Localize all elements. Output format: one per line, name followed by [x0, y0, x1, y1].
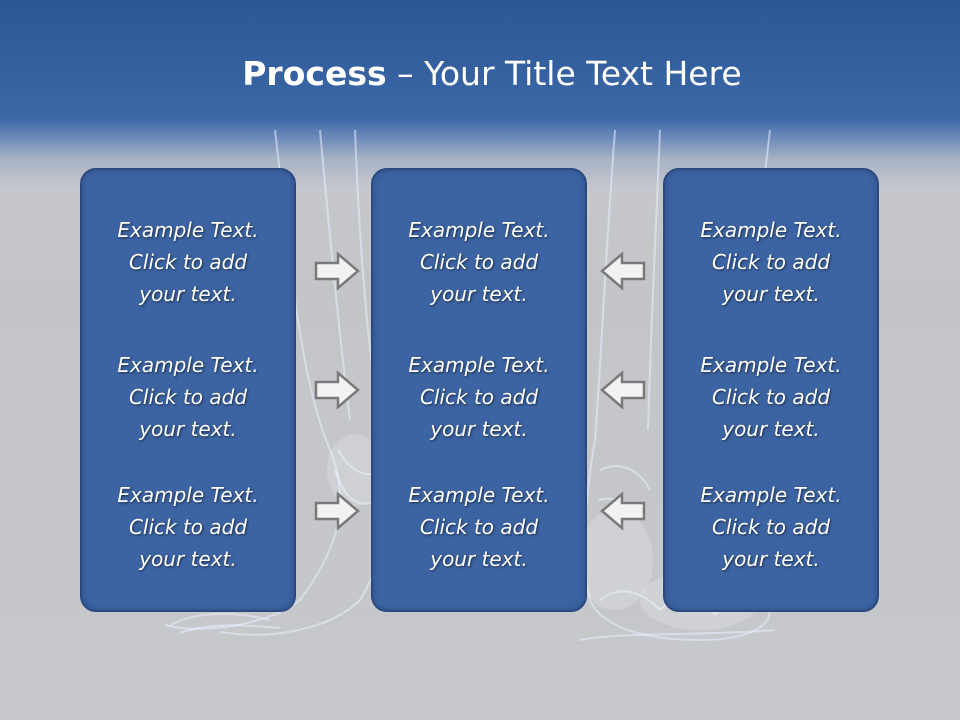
text-line: Example Text.: [408, 353, 550, 377]
text-line: Example Text.: [408, 218, 550, 242]
text-line: your text.: [430, 417, 528, 441]
text-block[interactable]: Example Text. Click to add your text.: [373, 214, 585, 310]
text-line: Example Text.: [700, 483, 842, 507]
arrow-left-icon[interactable]: [598, 491, 646, 531]
arrow-right-icon[interactable]: [314, 370, 362, 410]
arrow-right-icon[interactable]: [314, 251, 362, 291]
text-block[interactable]: Example Text. Click to add your text.: [373, 479, 585, 575]
text-line: your text.: [139, 547, 237, 571]
header-band: [0, 0, 960, 190]
text-line: Click to add: [419, 515, 539, 539]
text-line: Example Text.: [408, 483, 550, 507]
text-line: your text.: [722, 417, 820, 441]
text-line: Click to add: [711, 250, 831, 274]
text-block[interactable]: Example Text. Click to add your text.: [82, 214, 294, 310]
text-line: your text.: [722, 282, 820, 306]
title-rest-text: – Your Title Text Here: [386, 54, 742, 93]
arrow-left-icon[interactable]: [598, 370, 646, 410]
text-line: Click to add: [128, 385, 248, 409]
arrow-right-icon[interactable]: [314, 491, 362, 531]
text-line: Click to add: [128, 515, 248, 539]
text-block[interactable]: Example Text. Click to add your text.: [665, 214, 877, 310]
process-box-right[interactable]: Example Text. Click to add your text. Ex…: [663, 168, 879, 612]
text-line: Click to add: [419, 385, 539, 409]
text-line: your text.: [139, 282, 237, 306]
text-line: Click to add: [419, 250, 539, 274]
text-line: Click to add: [711, 385, 831, 409]
arrow-left-icon[interactable]: [598, 251, 646, 291]
text-line: Example Text.: [117, 353, 259, 377]
process-box-left[interactable]: Example Text. Click to add your text. Ex…: [80, 168, 296, 612]
slide-title[interactable]: Process – Your Title Text Here: [0, 52, 960, 96]
text-block[interactable]: Example Text. Click to add your text.: [665, 479, 877, 575]
text-line: Example Text.: [700, 218, 842, 242]
text-line: Click to add: [128, 250, 248, 274]
text-line: your text.: [722, 547, 820, 571]
text-line: Example Text.: [117, 218, 259, 242]
text-block[interactable]: Example Text. Click to add your text.: [82, 479, 294, 575]
text-line: Example Text.: [117, 483, 259, 507]
title-bold-text: Process: [242, 54, 387, 93]
text-block[interactable]: Example Text. Click to add your text.: [82, 349, 294, 445]
text-line: Click to add: [711, 515, 831, 539]
text-block[interactable]: Example Text. Click to add your text.: [373, 349, 585, 445]
text-line: your text.: [430, 547, 528, 571]
text-line: Example Text.: [700, 353, 842, 377]
process-box-center[interactable]: Example Text. Click to add your text. Ex…: [371, 168, 587, 612]
text-line: your text.: [139, 417, 237, 441]
text-line: your text.: [430, 282, 528, 306]
text-block[interactable]: Example Text. Click to add your text.: [665, 349, 877, 445]
